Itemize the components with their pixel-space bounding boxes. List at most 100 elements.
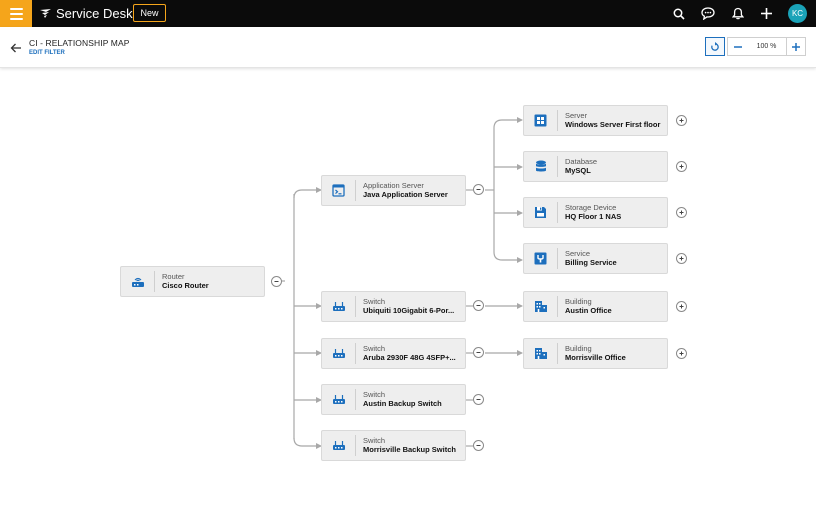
minus-icon bbox=[476, 189, 481, 190]
plus-icon bbox=[679, 164, 684, 169]
ci-node-server[interactable]: Server Windows Server First floor bbox=[523, 105, 668, 136]
ci-node-service[interactable]: Service Billing Service bbox=[523, 243, 668, 274]
node-divider bbox=[557, 248, 558, 269]
collapse-toggle-router[interactable] bbox=[271, 276, 282, 287]
node-text: Database MySQL bbox=[558, 157, 667, 176]
brand[interactable]: Service Desk bbox=[40, 0, 133, 27]
node-text: Server Windows Server First floor bbox=[558, 111, 667, 130]
node-type: Switch bbox=[363, 390, 386, 399]
node-text: Switch Austin Backup Switch bbox=[356, 390, 465, 409]
edit-filter-link[interactable]: EDIT FILTER bbox=[29, 50, 65, 56]
node-divider bbox=[355, 389, 356, 410]
node-text: Switch Ubiquiti 10Gigabit 6-Por... bbox=[356, 297, 465, 316]
back-arrow-icon[interactable] bbox=[10, 41, 22, 53]
ci-node-switch-morrisville-backup[interactable]: Switch Morrisville Backup Switch bbox=[321, 430, 466, 461]
node-text: Router Cisco Router bbox=[155, 272, 264, 291]
zoom-controls: 100 % bbox=[705, 37, 806, 56]
node-name: Austin Backup Switch bbox=[363, 399, 442, 408]
collapse-toggle-application-server[interactable] bbox=[473, 184, 484, 195]
expand-toggle-database[interactable] bbox=[676, 161, 687, 172]
ci-node-building-morrisville[interactable]: Building Morrisville Office bbox=[523, 338, 668, 369]
switch-icon bbox=[322, 385, 355, 414]
collapse-toggle-switch-morrisville-backup[interactable] bbox=[473, 440, 484, 451]
app-server-icon bbox=[322, 176, 355, 205]
node-name: Java Application Server bbox=[363, 190, 448, 199]
zoom-in-button[interactable] bbox=[786, 37, 806, 56]
ci-node-storage-device[interactable]: Storage Device HQ Floor 1 NAS bbox=[523, 197, 668, 228]
node-type: Switch bbox=[363, 436, 386, 445]
node-text: Building Morrisville Office bbox=[558, 344, 667, 363]
expand-toggle-storage-device[interactable] bbox=[676, 207, 687, 218]
new-button[interactable]: New bbox=[133, 4, 166, 22]
expand-toggle-service[interactable] bbox=[676, 253, 687, 264]
ci-node-switch-austin-backup[interactable]: Switch Austin Backup Switch bbox=[321, 384, 466, 415]
node-text: Switch Morrisville Backup Switch bbox=[356, 436, 465, 455]
server-icon bbox=[524, 106, 557, 135]
plus-icon bbox=[679, 304, 684, 309]
chat-icon[interactable] bbox=[698, 4, 717, 23]
switch-icon bbox=[322, 431, 355, 460]
node-name: Aruba 2930F 48G 4SFP+... bbox=[363, 353, 456, 362]
ci-node-switch-aruba[interactable]: Switch Aruba 2930F 48G 4SFP+... bbox=[321, 338, 466, 369]
node-name: Windows Server First floor bbox=[565, 120, 661, 129]
database-icon bbox=[524, 152, 557, 181]
plus-icon[interactable] bbox=[757, 4, 776, 23]
node-name: Cisco Router bbox=[162, 281, 209, 290]
node-type: Database bbox=[565, 157, 598, 166]
expand-toggle-building-austin[interactable] bbox=[676, 301, 687, 312]
bell-icon[interactable] bbox=[728, 4, 747, 23]
relationship-map-canvas[interactable]: Router Cisco Router Application Server J… bbox=[0, 68, 816, 510]
service-icon bbox=[524, 244, 557, 273]
node-divider bbox=[557, 156, 558, 177]
ci-node-switch-ubiquiti[interactable]: Switch Ubiquiti 10Gigabit 6-Por... bbox=[321, 291, 466, 322]
node-name: MySQL bbox=[565, 166, 591, 175]
collapse-toggle-switch-aruba[interactable] bbox=[473, 347, 484, 358]
avatar[interactable]: KC bbox=[788, 4, 807, 23]
node-divider bbox=[355, 343, 356, 364]
ci-node-router[interactable]: Router Cisco Router bbox=[120, 266, 265, 297]
search-icon[interactable] bbox=[669, 4, 688, 23]
ci-node-application-server[interactable]: Application Server Java Application Serv… bbox=[321, 175, 466, 206]
minus-icon bbox=[274, 281, 279, 282]
brand-logo-icon bbox=[40, 9, 51, 18]
app-title: Service Desk bbox=[56, 6, 133, 21]
collapse-toggle-switch-ubiquiti[interactable] bbox=[473, 300, 484, 311]
node-type: Application Server bbox=[363, 181, 424, 190]
node-type: Building bbox=[565, 297, 592, 306]
node-type: Switch bbox=[363, 344, 386, 353]
menu-icon[interactable] bbox=[0, 0, 32, 27]
plus-icon bbox=[679, 210, 684, 215]
minus-icon bbox=[476, 445, 481, 446]
expand-toggle-building-morrisville[interactable] bbox=[676, 348, 687, 359]
plus-icon bbox=[792, 42, 800, 51]
node-type: Server bbox=[565, 111, 588, 120]
node-divider bbox=[557, 296, 558, 317]
node-type: Switch bbox=[363, 297, 386, 306]
reset-view-button[interactable] bbox=[705, 37, 725, 56]
refresh-icon bbox=[711, 41, 719, 51]
node-divider bbox=[355, 180, 356, 201]
node-divider bbox=[154, 271, 155, 292]
node-text: Storage Device HQ Floor 1 NAS bbox=[558, 203, 667, 222]
node-name: Austin Office bbox=[565, 306, 612, 315]
storage-icon bbox=[524, 198, 557, 227]
plus-icon bbox=[679, 256, 684, 261]
building-icon bbox=[524, 339, 557, 368]
building-icon bbox=[524, 292, 557, 321]
switch-icon bbox=[322, 339, 355, 368]
node-name: Morrisville Office bbox=[565, 353, 626, 362]
ci-node-database[interactable]: Database MySQL bbox=[523, 151, 668, 182]
node-type: Router bbox=[162, 272, 185, 281]
collapse-toggle-switch-austin-backup[interactable] bbox=[473, 394, 484, 405]
ci-node-building-austin[interactable]: Building Austin Office bbox=[523, 291, 668, 322]
minus-icon bbox=[476, 305, 481, 306]
node-divider bbox=[557, 202, 558, 223]
node-text: Switch Aruba 2930F 48G 4SFP+... bbox=[356, 344, 465, 363]
expand-toggle-server[interactable] bbox=[676, 115, 687, 126]
node-divider bbox=[557, 343, 558, 364]
node-name: HQ Floor 1 NAS bbox=[565, 212, 622, 221]
node-type: Storage Device bbox=[565, 203, 617, 212]
node-divider bbox=[557, 110, 558, 131]
node-type: Service bbox=[565, 249, 591, 258]
zoom-out-button[interactable] bbox=[727, 37, 747, 56]
